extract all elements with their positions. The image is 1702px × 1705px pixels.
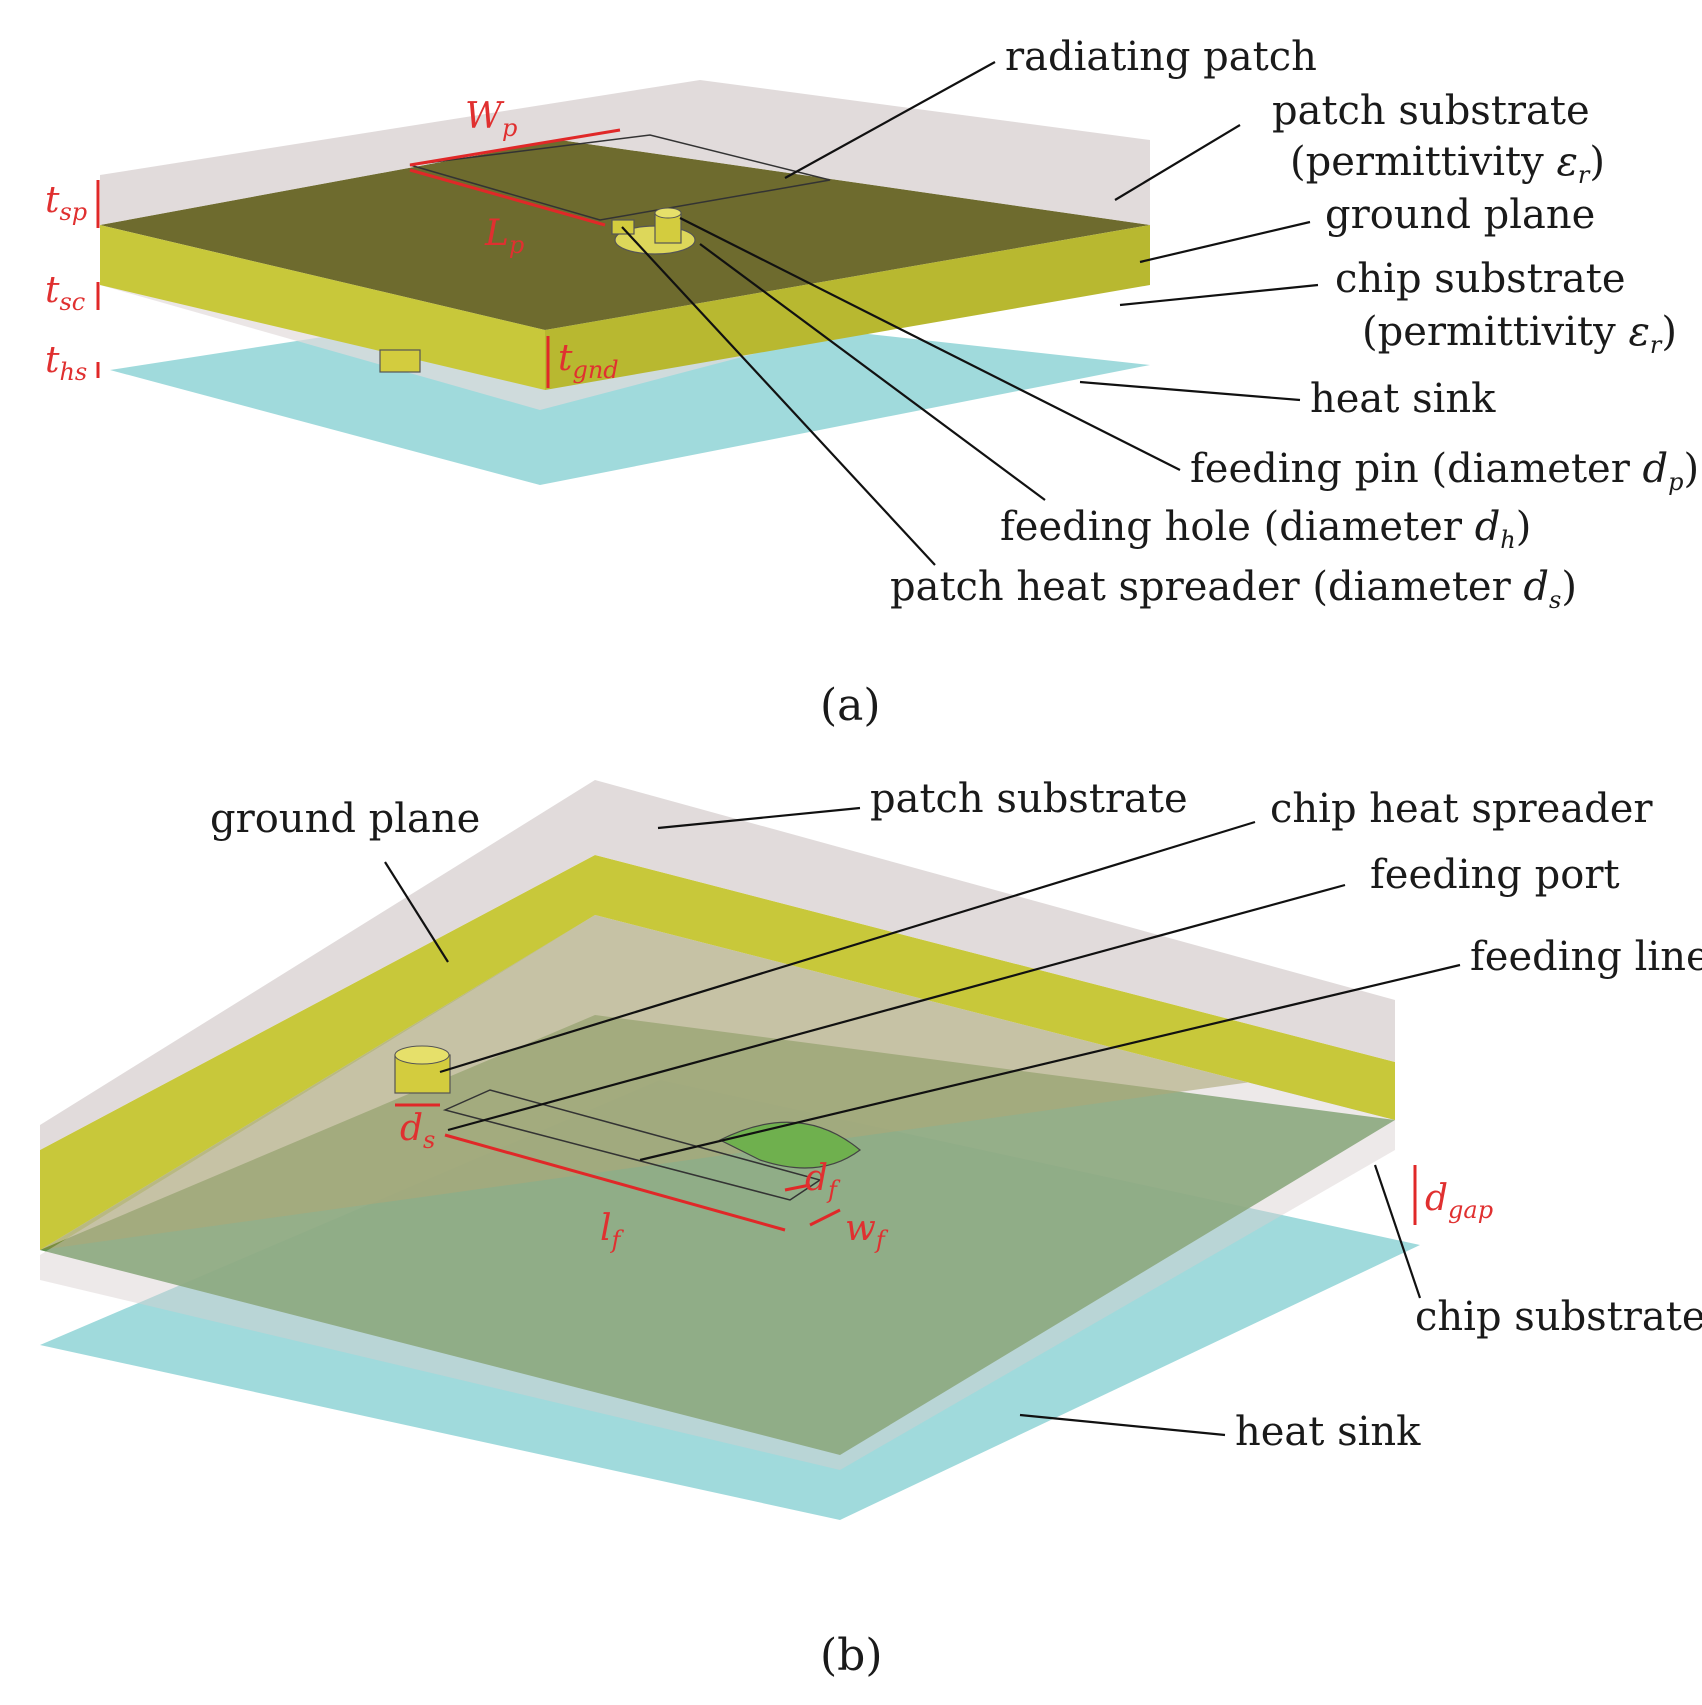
label-patch-substrate-a: patch substrate [1272,88,1590,134]
label-patch-heat-spreader: patch heat spreader (diameter ds) [890,564,1577,614]
leader-heat-sink-a [1079,380,1301,402]
leader-heat-sink-b [1019,1413,1226,1437]
label-feeding-pin: feeding pin (diameter dp) [1190,446,1699,496]
leader-ground-plane-a [1139,220,1311,264]
label-heat-sink-a: heat sink [1310,376,1496,422]
tsp-label: tsp [45,180,87,226]
label-heat-sink-b: heat sink [1235,1409,1421,1455]
wp-label: Wp [465,96,517,142]
leader-feeding-hole [699,243,1046,501]
leader-feeding-port [447,883,1346,1132]
label-radiating-patch: radiating patch [1005,34,1317,80]
leader-feeding-pin [679,217,1181,471]
leader-chip-substrate-b [1373,1164,1422,1299]
leader-radiating-patch [784,61,996,179]
ground-plane-underside-b [40,915,1395,1250]
label-feeding-line: feeding line [1470,934,1702,980]
label-ground-plane-b: ground plane [210,796,480,842]
dgap-label: dgap [1425,1178,1493,1224]
label-feeding-port: feeding port [1370,852,1620,898]
leader-chip-substrate-a [1119,283,1319,307]
leader-patch-substrate [1114,124,1241,201]
radiating-patch-outline [409,134,831,221]
ground-plane-top-b [595,855,1395,1120]
tsc-label: tsc [45,270,85,316]
leader-ground-plane-b [384,861,449,963]
label-ground-plane-a: ground plane [1325,192,1595,238]
chip-heat-spreader-top [394,1045,450,1065]
lp-dim-line [409,168,606,227]
lp-label: Lp [484,213,524,259]
chip-heat-spreader-a [379,349,421,373]
ground-plane-side-a [100,225,545,390]
panel-b: ds lf df wf dgap ground plane patch subs… [40,776,1702,1681]
leader-chip-heat-spreader [439,820,1256,1074]
label-patch-substrate-b: patch substrate [870,776,1188,822]
ground-plane-side2-a [545,225,1150,390]
label-feeding-hole: feeding hole (diameter dh) [1000,504,1531,554]
patch-substrate-a [100,80,1150,225]
ground-plane-left-b [40,855,595,1250]
ds-label: ds [400,1108,435,1154]
lf-dim-line [444,1133,786,1232]
df-dim-line [784,1183,811,1192]
ths-label: ths [45,340,87,386]
wf-dim-line [809,1208,841,1227]
feeding-pin-top [654,207,682,219]
leader-heat-spreader-a [621,226,936,566]
wp-dim-line [409,128,621,167]
label-chip-permittivity: (permittivity εr) [1362,309,1677,359]
label-chip-substrate-a: chip substrate [1335,256,1626,302]
panel-a: Wp Lp tsp tsc ths tgnd radiating patch p… [45,34,1699,731]
patch-substrate-b [40,780,1395,1150]
chip-substrate-b [40,915,1395,1470]
feeding-line-shape [442,1089,822,1201]
leader-patch-substrate-b [657,806,861,830]
caption-b: (b) [820,1630,883,1681]
leader-feeding-line [639,963,1461,1162]
caption-a: (a) [820,680,881,731]
tgnd-label: tgnd [558,338,619,384]
label-patch-permittivity: (permittivity εr) [1290,139,1605,189]
label-chip-substrate-b: chip substrate [1415,1294,1702,1340]
label-chip-heat-spreader: chip heat spreader [1270,786,1653,832]
